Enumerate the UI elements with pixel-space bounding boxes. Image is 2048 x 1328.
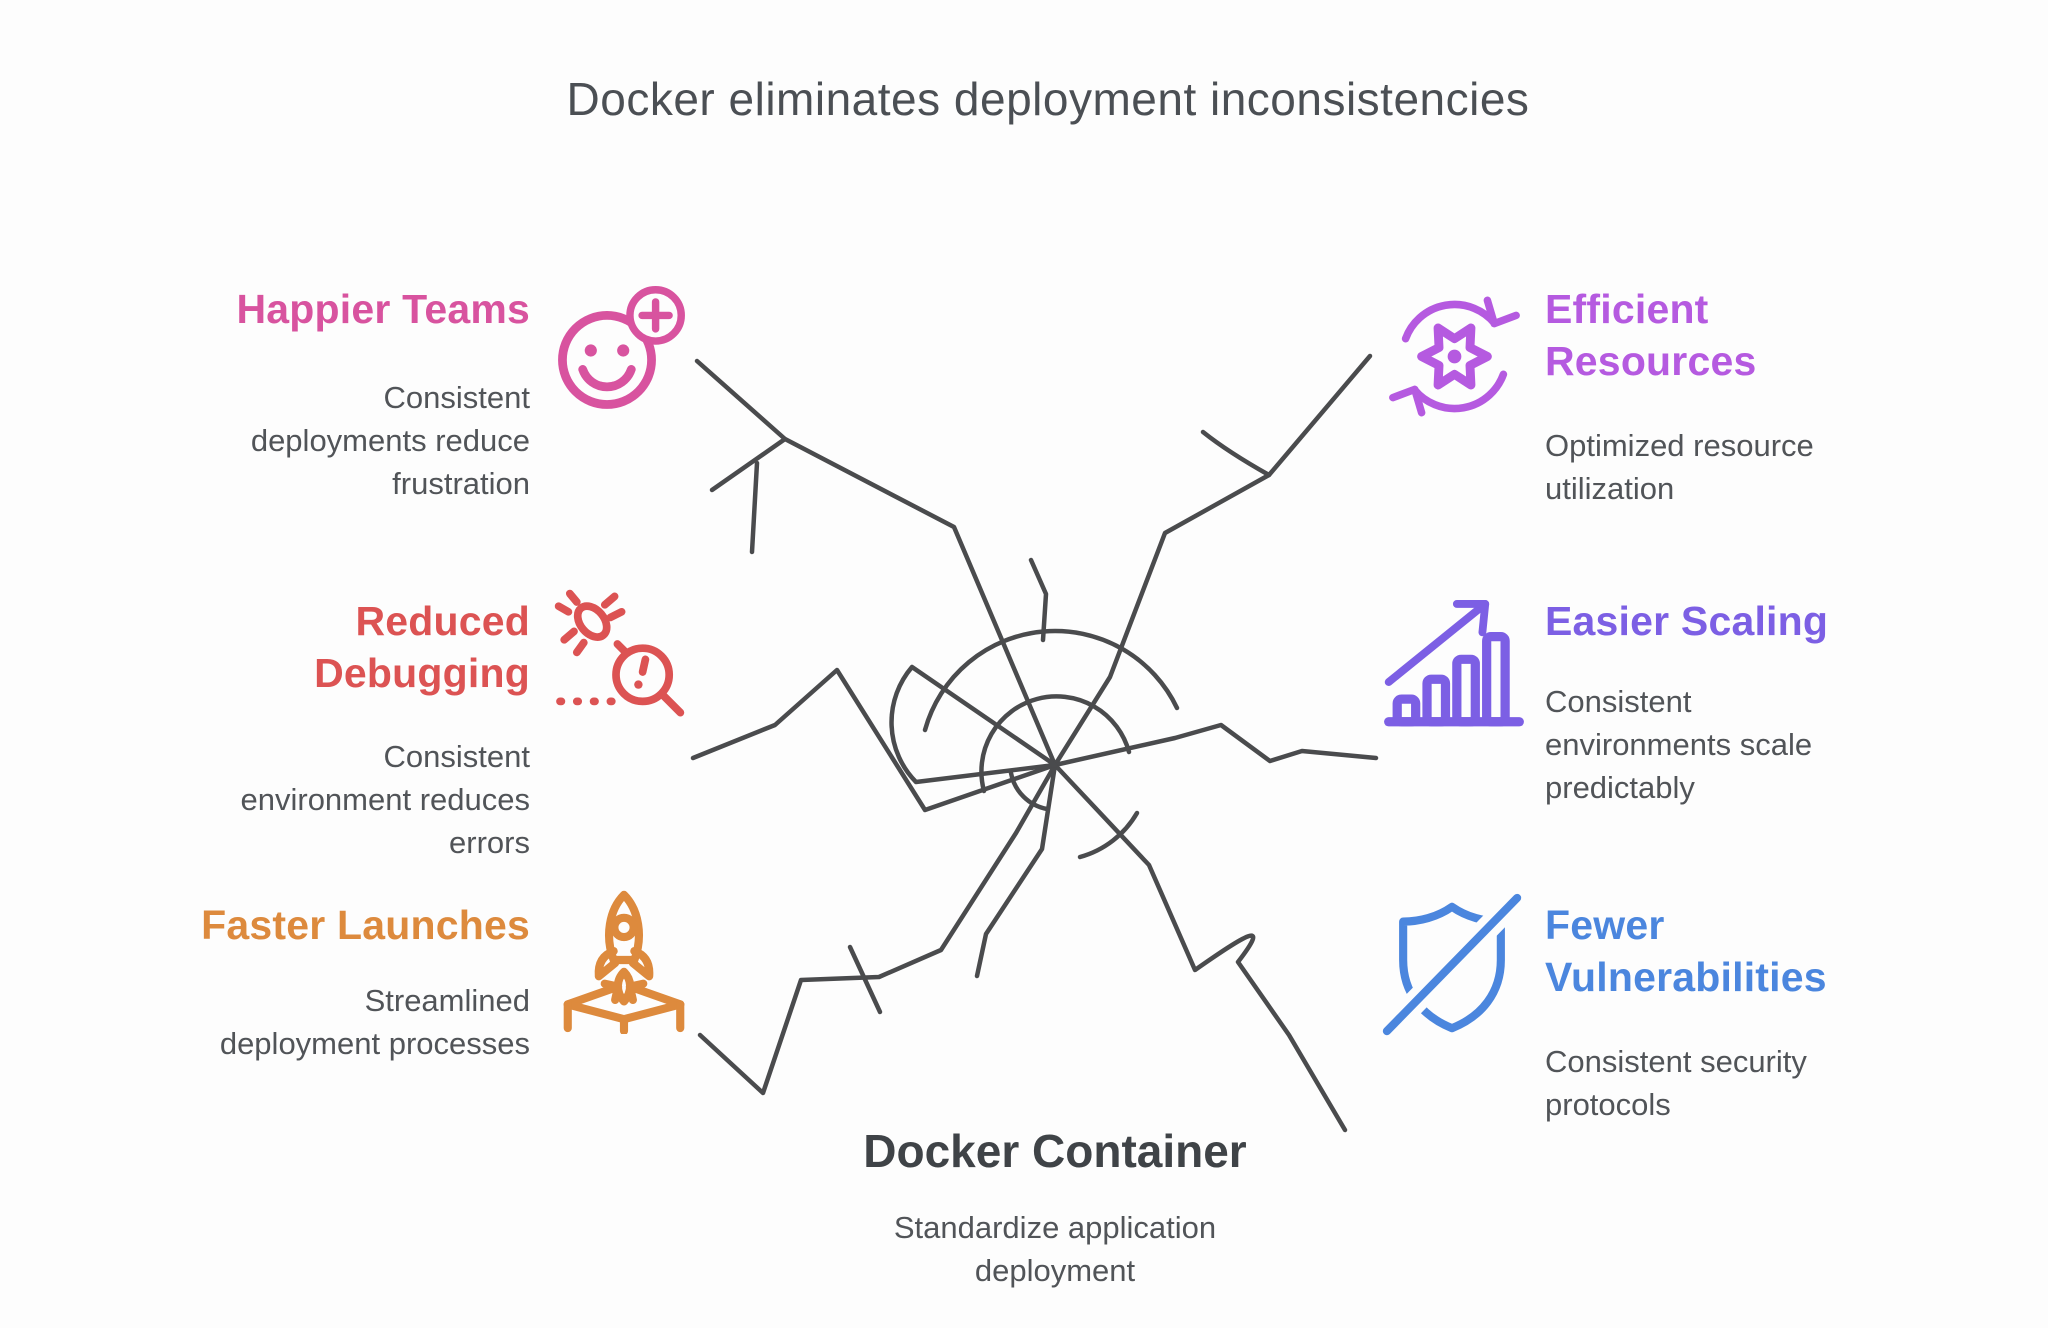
gear-cycle-icon <box>1386 288 1523 425</box>
description-line: predictably <box>1545 770 1695 806</box>
description-line: environments scale <box>1545 727 1813 763</box>
rocket-launch-icon <box>550 886 698 1036</box>
item-heading: Efficient Resources <box>1545 283 1975 387</box>
heading-line: Vulnerabilities <box>1545 954 1827 1001</box>
description-line: Consistent <box>383 739 530 774</box>
item-heading: Easier Scaling <box>1545 595 2005 647</box>
item-heading: Reduced Debugging <box>120 595 530 699</box>
item-description: Consistent security protocols <box>1545 1040 1975 1126</box>
heading-line: Efficient <box>1545 286 1709 332</box>
heading-line: Debugging <box>314 650 530 697</box>
description-line: Consistent security <box>1545 1044 1807 1079</box>
description-line: frustration <box>392 466 530 502</box>
hub-arcs <box>889 628 1180 860</box>
center-heading: Docker Container <box>863 1125 1247 1177</box>
item-heading: Happier Teams <box>120 283 530 335</box>
description-line: deployment <box>974 1253 1136 1289</box>
description-line: Optimized resource <box>1545 428 1814 463</box>
heading-line: Faster Launches <box>201 902 530 948</box>
description-line: utilization <box>1545 471 1675 507</box>
center-description: Standardize application deployment <box>755 1206 1355 1292</box>
connector-lines <box>690 353 1379 1133</box>
description-line: environment reduces <box>240 782 531 818</box>
item-heading: Fewer Vulnerabilities <box>1545 899 2005 1003</box>
bug-magnifier-icon <box>553 588 693 728</box>
smiley-plus-icon <box>553 283 688 418</box>
page-title: Docker eliminates deployment inconsisten… <box>566 73 1530 125</box>
item-description: Consistent deployments reduce frustratio… <box>120 376 530 505</box>
item-description: Consistent environment reduces errors <box>120 735 531 864</box>
description-line: Consistent <box>1545 684 1692 719</box>
heading-line: Easier Scaling <box>1545 598 1829 644</box>
description-line: Consistent <box>383 380 530 415</box>
description-line: protocols <box>1545 1087 1671 1123</box>
item-heading: Faster Launches <box>120 899 530 951</box>
description-line: Streamlined <box>364 983 530 1018</box>
item-description: Streamlined deployment processes <box>120 979 530 1065</box>
shield-slash-icon <box>1375 886 1529 1043</box>
heading-line: Fewer <box>1545 902 1665 948</box>
heading-line: Happier Teams <box>236 286 530 332</box>
heading-line: Reduced <box>355 598 530 644</box>
item-description: Optimized resource utilization <box>1545 424 1975 510</box>
description-line: deployment processes <box>219 1026 530 1062</box>
item-description: Consistent environments scale predictabl… <box>1545 680 1975 809</box>
description-line: deployments reduce <box>250 423 530 459</box>
bar-chart-arrow-icon <box>1383 594 1525 736</box>
heading-line: Resources <box>1545 338 1757 385</box>
description-line: errors <box>449 825 530 861</box>
description-line: Standardize application <box>893 1210 1217 1245</box>
